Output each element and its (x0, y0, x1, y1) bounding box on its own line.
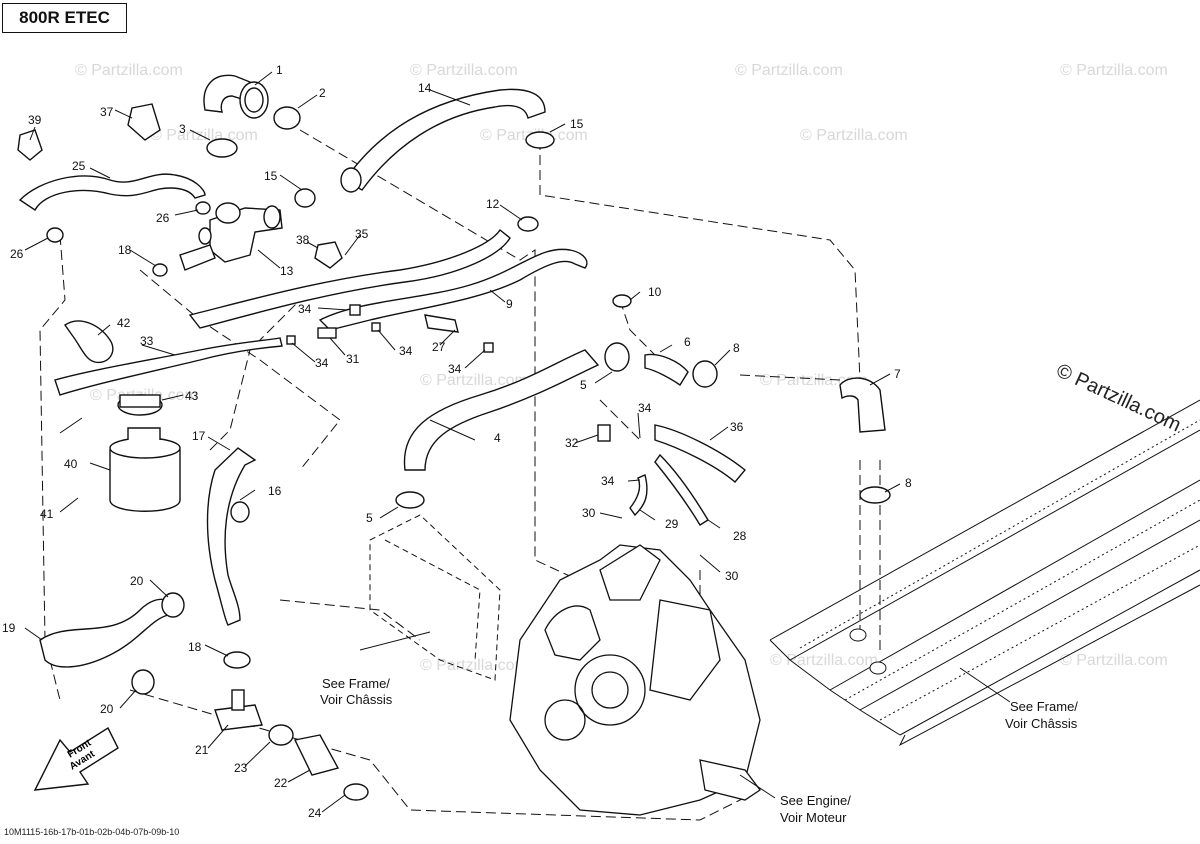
callout-2: 2 (319, 86, 326, 100)
watermark-large: © Partzilla.com (1053, 360, 1184, 437)
callout-5: 5 (580, 378, 587, 392)
callout-18: 18 (118, 243, 132, 257)
callout-30: 30 (582, 506, 596, 520)
callout-22: 22 (274, 776, 288, 790)
callout-26: 26 (10, 247, 24, 261)
callout-15: 15 (570, 117, 584, 131)
watermark-text: © Partzilla.com (1060, 652, 1168, 669)
front-arrow-icon: Front Avant (33, 726, 119, 791)
callout-5: 5 (366, 511, 373, 525)
callout-25: 25 (72, 159, 86, 173)
callout-12: 12 (486, 197, 500, 211)
watermark-text: © Partzilla.com (420, 657, 528, 674)
note-frame-right-line2: Voir Châssis (1005, 716, 1078, 731)
watermark-text: © Partzilla.com (770, 652, 878, 669)
watermark-group: © Partzilla.com © Partzilla.com © Partzill… (75, 62, 1168, 674)
watermark-text: © Partzilla.com (420, 372, 528, 389)
callout-8: 8 (905, 476, 912, 490)
callout-21: 21 (195, 743, 209, 757)
callout-16: 16 (268, 484, 282, 498)
callout-35: 35 (355, 227, 369, 241)
note-engine-line2: Voir Moteur (780, 810, 847, 825)
heat-exchanger (769, 399, 1200, 747)
callout-6: 6 (684, 335, 691, 349)
callout-37: 37 (100, 105, 114, 119)
note-frame-left-line2: Voir Châssis (320, 692, 393, 707)
watermark-text: © Partzilla.com (1060, 62, 1168, 79)
callout-32: 32 (565, 436, 579, 450)
callout-29: 29 (665, 517, 679, 531)
callout-26: 26 (156, 211, 170, 225)
watermark-text: © Partzilla.com (150, 127, 258, 144)
callout-13: 13 (280, 264, 294, 278)
callout-14: 14 (418, 81, 432, 95)
callout-17: 17 (192, 429, 206, 443)
callout-38: 38 (296, 233, 310, 247)
callout-34: 34 (298, 302, 312, 316)
callout-34: 34 (399, 344, 413, 358)
callout-31: 31 (346, 352, 360, 366)
note-frame-right-line1: See Frame/ (1010, 699, 1078, 714)
footer-code: 10M1115-16b-17b-01b-02b-04b-07b-09b-10 (4, 827, 180, 837)
callout-28: 28 (733, 529, 747, 543)
callout-18: 18 (188, 640, 202, 654)
watermark-text: © Partzilla.com (800, 127, 908, 144)
model-label: 800R ETEC (2, 3, 127, 33)
callout-40: 40 (64, 457, 78, 471)
callout-23: 23 (234, 761, 248, 775)
callout-30: 30 (725, 569, 739, 583)
callout-20: 20 (100, 702, 114, 716)
callout-10: 10 (648, 285, 662, 299)
callout-3: 3 (179, 122, 186, 136)
callout-34: 34 (315, 356, 329, 370)
radiator-outline (369, 514, 501, 681)
guide-lines (39, 129, 881, 821)
callout-33: 33 (140, 334, 154, 348)
watermark-text: © Partzilla.com (410, 62, 518, 79)
callout-43: 43 (185, 389, 199, 403)
hose-parts (17, 74, 891, 801)
callout-24: 24 (308, 806, 322, 820)
callout-19: 19 (2, 621, 16, 635)
callout-20: 20 (130, 574, 144, 588)
callout-15: 15 (264, 169, 278, 183)
note-frame-left-line1: See Frame/ (322, 676, 390, 691)
callout-41: 41 (40, 507, 54, 521)
watermark-text: © Partzilla.com (735, 62, 843, 79)
callout-36: 36 (730, 420, 744, 434)
callout-7: 7 (894, 367, 901, 381)
callout-34: 34 (601, 474, 615, 488)
callout-1: 1 (276, 63, 283, 77)
callout-34: 34 (638, 401, 652, 415)
callout-8: 8 (733, 341, 740, 355)
callout-4: 4 (494, 431, 501, 445)
note-engine-line1: See Engine/ (780, 793, 851, 808)
callout-9: 9 (506, 297, 513, 311)
engine-block (509, 544, 761, 816)
callout-42: 42 (117, 316, 131, 330)
callout-27: 27 (432, 340, 446, 354)
watermark-text: © Partzilla.com (75, 62, 183, 79)
leader-lines (24, 71, 1011, 813)
callout-34: 34 (448, 362, 462, 376)
callout-39: 39 (28, 113, 42, 127)
